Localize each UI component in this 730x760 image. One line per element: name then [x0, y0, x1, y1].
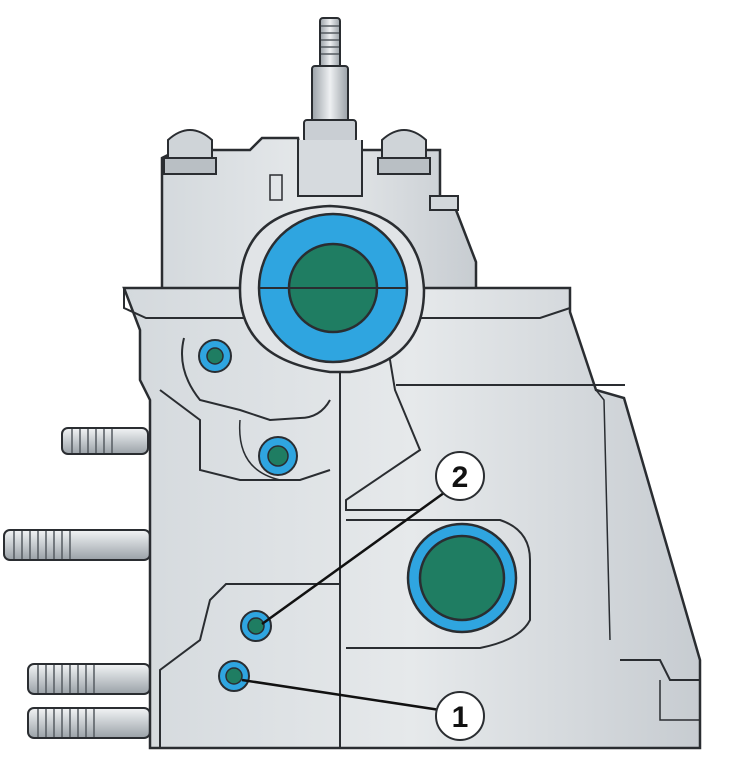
large-bore [406, 522, 518, 634]
callout-2: 2 [435, 451, 485, 501]
oil-hole-middle [258, 436, 298, 476]
top-stud [303, 17, 357, 143]
oil-hole-upper [198, 339, 232, 373]
stud-lower-2 [27, 707, 151, 739]
callout-1: 1 [435, 691, 485, 741]
callout-1-label: 1 [452, 701, 469, 734]
stud-upper [61, 427, 149, 455]
stud-lower-1 [27, 663, 151, 695]
oil-hole-1 [218, 660, 250, 692]
stud-middle [3, 529, 151, 561]
left-studs [3, 427, 151, 739]
camshaft-bearing [238, 204, 426, 374]
leader-lines [241, 488, 449, 712]
oil-hole-2 [240, 610, 272, 642]
callout-2-label: 2 [452, 461, 469, 494]
